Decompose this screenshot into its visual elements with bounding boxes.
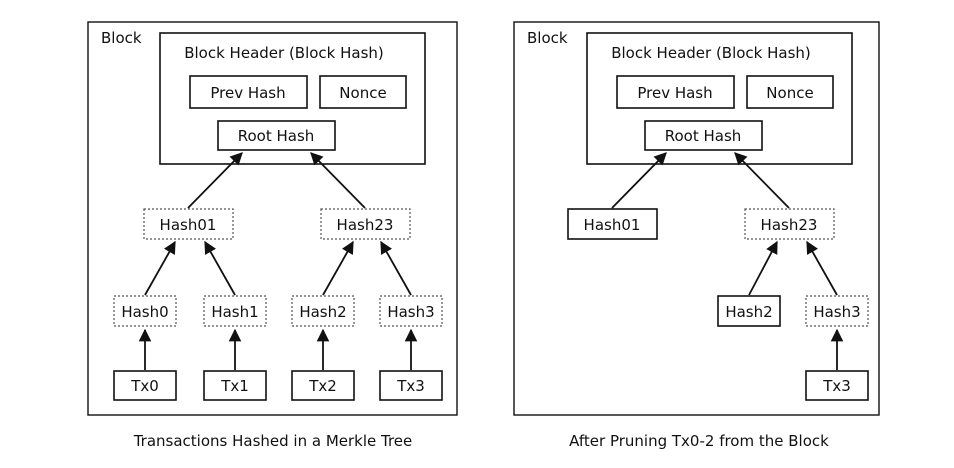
right-prev-hash-box [616,75,735,109]
left-nonce-box [319,75,407,109]
right-hash3-box [805,295,869,327]
left-hash3-box [379,295,443,327]
left-arrow-hash3-hash23 [380,240,412,296]
left-block-label: Block [101,29,142,47]
left-hash2-box [291,295,355,327]
right-hash01-box [567,208,658,240]
right-diagram: Block Block Header (Block Hash) Prev Has… [513,21,880,450]
left-hash0-box [113,295,177,327]
left-tx3: Tx3 [396,377,425,395]
right-header-label: Block Header (Block Hash) [611,44,811,62]
right-block-label: Block [527,29,568,47]
left-arrow-hash0-hash01 [144,240,176,296]
left-arrow-hash1-hash01 [204,240,236,296]
right-hash3: Hash3 [813,303,860,321]
left-tx2: Tx2 [308,377,337,395]
left-hash23: Hash23 [337,216,394,234]
left-header-label: Block Header (Block Hash) [184,44,384,62]
left-hash3: Hash3 [387,303,434,321]
left-arrow-hash01-root [187,152,243,209]
right-nonce-box [746,75,834,109]
left-tx2-box [291,370,355,401]
left-tx1: Tx1 [220,377,249,395]
left-prev-hash-box [189,75,308,109]
left-nonce: Nonce [339,84,386,102]
left-tx0-box [113,370,177,401]
left-hash1: Hash1 [211,303,258,321]
left-caption: Transactions Hashed in a Merkle Tree [133,432,413,450]
right-hash23-box [744,208,835,240]
left-diagram: Block Block Header (Block Hash) Prev Has… [87,21,458,450]
left-tx3-box [379,370,443,401]
left-prev-hash: Prev Hash [210,84,285,102]
right-caption: After Pruning Tx0-2 from the Block [569,432,829,450]
right-nonce: Nonce [766,84,813,102]
left-hash2: Hash2 [299,303,346,321]
right-hash01: Hash01 [584,216,641,234]
right-hash23: Hash23 [761,216,818,234]
right-root-hash: Root Hash [665,127,742,145]
left-arrow-hash23-root [310,152,366,209]
right-prev-hash: Prev Hash [637,84,712,102]
right-arrow-hash23-root [734,152,790,209]
left-root-hash: Root Hash [238,127,315,145]
left-hash01: Hash01 [160,216,217,234]
left-hash23-box [320,208,411,240]
right-tx3-box [805,370,869,401]
right-tx3: Tx3 [822,377,851,395]
right-arrow-hash01-root [611,152,667,209]
right-root-hash-box [644,120,763,151]
left-tx1-box [203,370,267,401]
left-arrow-hash2-hash23 [322,240,354,296]
left-tx0: Tx0 [130,377,159,395]
right-arrow-hash2-hash23 [748,240,778,296]
left-hash1-box [203,295,267,327]
left-hash01-box [143,208,234,240]
left-hash0: Hash0 [121,303,168,321]
right-hash2-box [717,295,781,327]
right-hash2: Hash2 [725,303,772,321]
left-root-hash-box [217,120,336,151]
right-arrow-hash3-hash23 [806,240,838,296]
